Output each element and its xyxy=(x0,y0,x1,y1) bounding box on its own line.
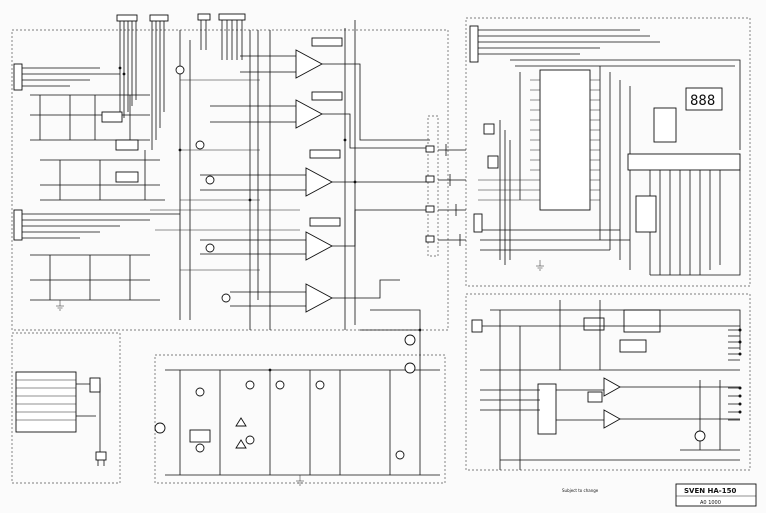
controller-section-frame xyxy=(465,17,751,287)
display-driver-chip xyxy=(653,107,677,143)
power-amp-section-frame xyxy=(154,354,446,484)
amplifier-power-bus xyxy=(179,20,356,330)
model-label: SVEN HA-150 xyxy=(684,487,736,495)
input-connector xyxy=(13,63,180,241)
svg-text:888: 888 xyxy=(690,93,715,109)
mains-terminal-block xyxy=(15,371,101,460)
warning-triangle-icon xyxy=(235,417,247,449)
title-block: SVEN HA-150 A0 1000 xyxy=(675,483,757,507)
opamp-stage-4 xyxy=(200,209,430,261)
mains-plug-icon xyxy=(95,451,107,466)
junction-dots xyxy=(118,66,422,372)
amplifier-signal-lines xyxy=(150,79,300,271)
microcontroller-chip xyxy=(530,69,600,211)
revision-label: A0 1000 xyxy=(700,500,721,506)
controller-second-ic xyxy=(627,153,741,233)
opamp-stage-5 xyxy=(230,279,400,313)
power-amp-network xyxy=(154,309,440,476)
top-connector-group xyxy=(116,13,246,150)
ground-symbol-icon xyxy=(56,260,544,486)
opamp-stage-3 xyxy=(200,149,430,197)
mains-section-frame xyxy=(11,332,121,484)
output-jacks xyxy=(425,115,466,257)
note-label: Subject to change xyxy=(562,488,599,493)
amplifier-section-frame xyxy=(11,29,449,331)
seven-segment-display-icon: 888 xyxy=(685,87,723,111)
aux-section-frame xyxy=(465,293,751,471)
controller-small-parts xyxy=(473,123,530,233)
aux-network xyxy=(471,300,741,470)
controller-header-connector xyxy=(469,25,660,63)
opamp-stage-2 xyxy=(210,91,430,149)
preamp-network xyxy=(30,94,165,301)
right-edge-connectors xyxy=(728,328,742,421)
opamp-stage-1 xyxy=(240,37,430,141)
amplifier-transistors xyxy=(175,65,231,303)
